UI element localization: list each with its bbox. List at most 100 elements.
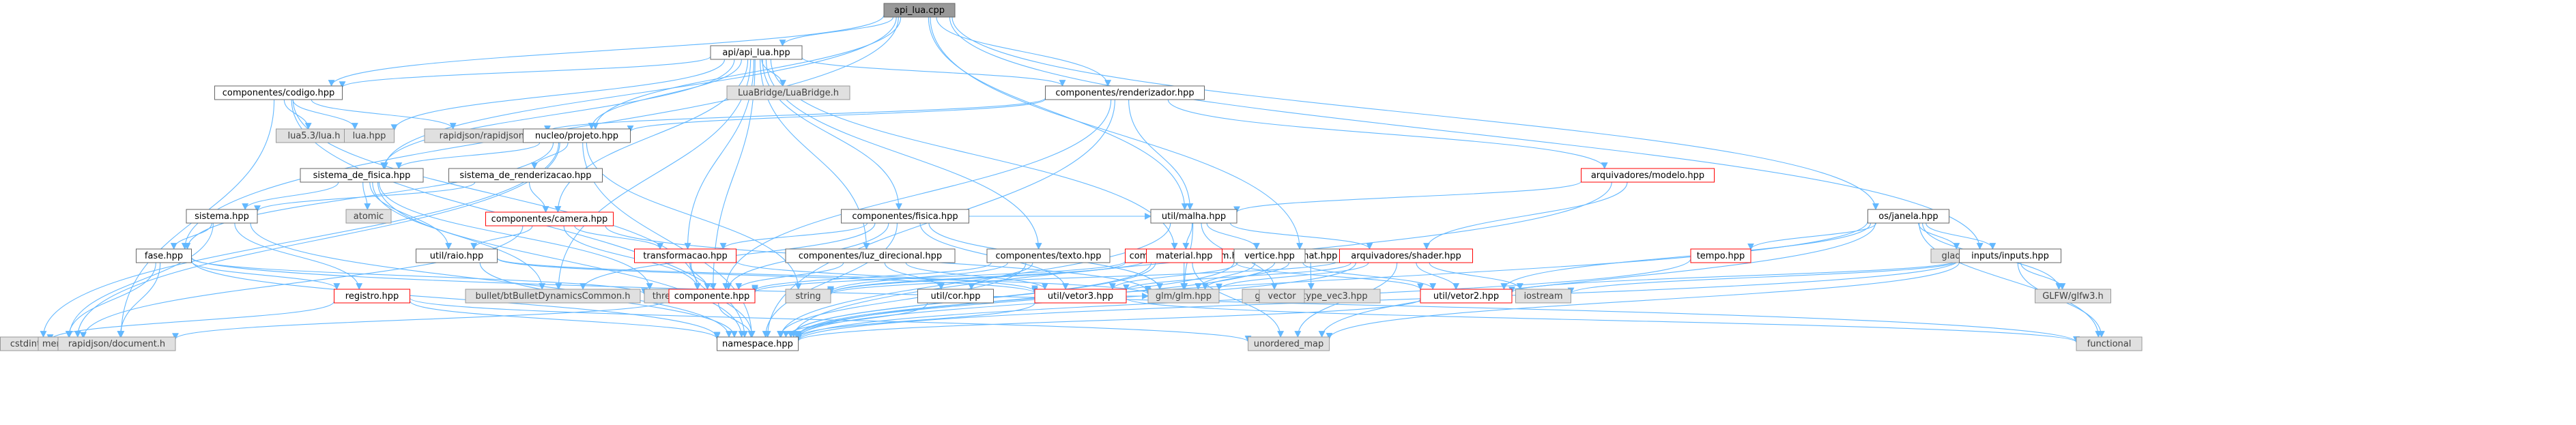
graph-node-rapidjson-doc[interactable]: rapidjson/document.h: [57, 336, 176, 351]
node-label: componentes/codigo.hpp: [223, 88, 335, 98]
edge-componente-to-namespace: [718, 302, 755, 338]
edge-api-lua-cpp-to-inputs: [949, 16, 1984, 250]
edge-renderizador-to-nucleo-projeto: [627, 98, 1046, 132]
node-box: [1690, 248, 1751, 263]
graph-node-fisica[interactable]: componentes/fisica.hpp: [841, 209, 969, 224]
edge-sistema-to-memory: [66, 222, 214, 338]
edge-componente-to-rapidjson-doc: [172, 299, 670, 340]
graph-node-renderizador[interactable]: componentes/renderizador.hpp: [1045, 85, 1205, 100]
node-box: [668, 289, 756, 304]
graph-node-material[interactable]: material.hpp: [1146, 248, 1222, 263]
node-box: [1259, 289, 1305, 304]
edge-api-api-lua-to-lua-hpp: [390, 59, 726, 132]
edge-fase-to-memory: [65, 262, 156, 338]
graph-node-functional[interactable]: functional: [2076, 336, 2143, 351]
node-box: [1147, 289, 1220, 304]
edge-api-lua-cpp-to-renderizador: [936, 16, 1112, 87]
node-box: [710, 45, 803, 60]
edge-api-lua-cpp-to-nucleo-projeto: [592, 16, 902, 130]
graph-node-api-lua-cpp[interactable]: api_lua.cpp: [883, 3, 956, 18]
graph-node-sistema-fisica[interactable]: sistema_de_fisica.hpp: [300, 168, 424, 183]
node-label: atomic: [354, 211, 384, 222]
graph-node-api-api-lua[interactable]: api/api_lua.hpp: [710, 45, 803, 60]
graph-node-glfw[interactable]: GLFW/glfw3.h: [2035, 289, 2111, 304]
edge-vetor3-to-namespace: [795, 302, 1035, 339]
node-label: registro.hpp: [345, 291, 399, 302]
graph-node-registro[interactable]: registro.hpp: [334, 289, 410, 304]
node-label: iostream: [1523, 291, 1562, 302]
graph-node-luz-direcional[interactable]: componentes/luz_direcional.hpp: [785, 248, 956, 263]
edge-fase-to-registro: [190, 261, 341, 290]
graph-node-vetor3[interactable]: util/vetor3.hpp: [1034, 289, 1127, 304]
edge-sistema-fisica-to-raio: [369, 181, 453, 250]
node-box: [785, 248, 956, 263]
graph-node-sistema[interactable]: sistema.hpp: [186, 209, 258, 224]
graph-node-lua-hpp[interactable]: lua.hpp: [344, 128, 395, 143]
edge-sistema-render-to-sistema: [254, 181, 476, 212]
graph-node-vetor2[interactable]: util/vetor2.hpp: [1420, 289, 1513, 304]
node-box: [717, 336, 799, 351]
graph-node-modelo[interactable]: arquivadores/modelo.hpp: [1581, 168, 1715, 183]
node-label: unordered_map: [1254, 339, 1324, 349]
graph-node-glm[interactable]: glm/glm.hpp: [1147, 289, 1220, 304]
node-box: [300, 168, 424, 183]
graph-node-cstdint[interactable]: cstdint: [0, 336, 51, 351]
edge-nucleo-projeto-to-namespace: [582, 142, 756, 338]
edge-renderizador-to-rapidjson: [544, 98, 1046, 132]
node-box: [465, 289, 641, 304]
graph-node-string[interactable]: string: [785, 289, 831, 304]
graph-node-fase[interactable]: fase.hpp: [136, 248, 192, 263]
node-label: lua5.3/lua.h: [287, 131, 340, 141]
node-label: material.hpp: [1156, 251, 1212, 261]
graph-node-codigo[interactable]: componentes/codigo.hpp: [214, 85, 343, 100]
edge-shader-to-string: [827, 260, 1341, 295]
edge-vetor2-to-namespace: [795, 299, 1421, 342]
node-label: componente.hpp: [674, 291, 749, 302]
graph-node-bullet[interactable]: bullet/btBulletDynamicsCommon.h: [465, 289, 641, 304]
edge-modelo-to-malha: [1233, 181, 1582, 214]
graph-node-unordered-map[interactable]: unordered_map: [1248, 336, 1330, 351]
edge-inputs-to-vetor2: [1508, 259, 1960, 293]
node-label: tempo.hpp: [1697, 251, 1745, 261]
graph-node-janela[interactable]: os/janela.hpp: [1867, 209, 1949, 224]
graph-node-iostream[interactable]: iostream: [1515, 289, 1571, 304]
graph-node-namespace[interactable]: namespace.hpp: [717, 336, 799, 351]
graph-node-inputs[interactable]: inputs/inputs.hpp: [1959, 248, 2061, 263]
graph-node-cor[interactable]: util/cor.hpp: [917, 289, 994, 304]
node-box: [883, 3, 956, 18]
graph-node-vector[interactable]: vector: [1259, 289, 1305, 304]
edge-componentes-imagem-to-componente: [752, 261, 1126, 293]
edge-fase-to-rapidjson-doc: [117, 262, 161, 338]
edge-malha-to-namespace: [777, 222, 1171, 338]
node-label: GLFW/glfw3.h: [2042, 291, 2104, 302]
graph-node-transformacao[interactable]: transformacao.hpp: [634, 248, 736, 263]
edge-vetor3-to-functional: [1126, 297, 2080, 343]
graph-node-malha[interactable]: util/malha.hpp: [1150, 209, 1237, 224]
graph-node-raio[interactable]: util/raio.hpp: [416, 248, 498, 263]
graph-node-vertice[interactable]: vertice.hpp: [1233, 248, 1306, 263]
edge-inputs-to-unordered-map: [1326, 262, 1960, 340]
node-label: glm/glm.hpp: [1156, 291, 1212, 302]
graph-node-nucleo-projeto[interactable]: nucleo/projeto.hpp: [523, 128, 631, 143]
graph-node-atomic[interactable]: atomic: [345, 209, 392, 224]
graph-node-tempo[interactable]: tempo.hpp: [1690, 248, 1751, 263]
graph-node-shader[interactable]: arquivadores/shader.hpp: [1339, 248, 1473, 263]
edge-malha-to-material: [1182, 222, 1193, 250]
edge-janela-to-unordered-map: [1318, 222, 1876, 338]
edge-cor-to-namespace: [782, 302, 928, 338]
edge-sistema-render-to-camera: [528, 181, 549, 213]
node-label: lua.hpp: [353, 131, 386, 141]
node-box: [334, 289, 410, 304]
node-box: [1339, 248, 1473, 263]
edge-janela-to-vetor2: [1500, 222, 1872, 290]
graph-node-sistema-render[interactable]: sistema_de_renderizacao.hpp: [448, 168, 603, 183]
graph-node-componentes-texto[interactable]: componentes/texto.hpp: [986, 248, 1111, 263]
graph-node-camera[interactable]: componentes/camera.hpp: [485, 211, 614, 226]
node-label: transformacao.hpp: [643, 251, 727, 261]
graph-node-luabridge[interactable]: LuaBridge/LuaBridge.h: [726, 85, 850, 100]
node-label: util/malha.hpp: [1162, 211, 1226, 222]
node-box: [2076, 336, 2143, 351]
graph-node-lua53[interactable]: lua5.3/lua.h: [276, 128, 352, 143]
node-label: sistema.hpp: [195, 211, 249, 222]
graph-node-componente[interactable]: componente.hpp: [668, 289, 756, 304]
